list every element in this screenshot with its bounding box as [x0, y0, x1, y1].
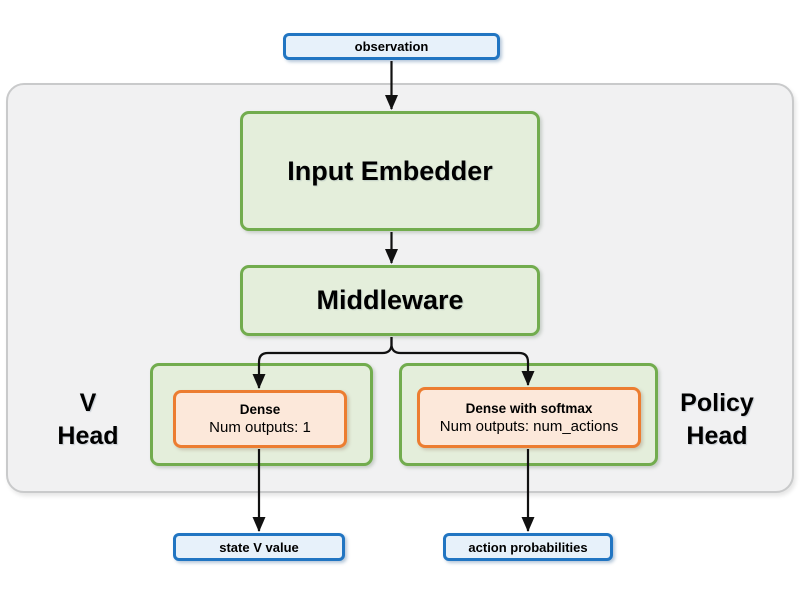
v-head-dense-title: Dense [239, 402, 281, 417]
policy-head-label: Policy Head [657, 387, 777, 453]
input-embedder-node: Input Embedder [240, 111, 540, 231]
state-v-value-label: state V value [219, 539, 299, 555]
middleware-label: Middleware [316, 285, 464, 315]
middleware-node: Middleware [240, 265, 540, 336]
action-probabilities-label: action probabilities [468, 539, 588, 555]
v-head-label-line2: Head [57, 422, 119, 450]
input-embedder-label: Input Embedder [287, 155, 493, 186]
policy-head-label-line2: Head [686, 422, 748, 450]
action-probabilities-node: action probabilities [443, 533, 613, 561]
observation-node: observation [283, 33, 500, 60]
policy-head-dense-node: Dense with softmax Num outputs: num_acti… [417, 387, 641, 448]
observation-label: observation [354, 39, 429, 54]
v-head-label-line1: V [79, 389, 97, 417]
policy-head-label-line1: Policy [680, 389, 754, 417]
v-head-dense-outputs: Num outputs: 1 [209, 419, 311, 436]
policy-head-dense-title: Dense with softmax [465, 400, 593, 416]
v-head-dense-node: Dense Num outputs: 1 [173, 390, 347, 448]
state-v-value-node: state V value [173, 533, 345, 561]
v-head-label: V Head [28, 387, 148, 453]
policy-head-dense-outputs: Num outputs: num_actions [439, 417, 619, 435]
